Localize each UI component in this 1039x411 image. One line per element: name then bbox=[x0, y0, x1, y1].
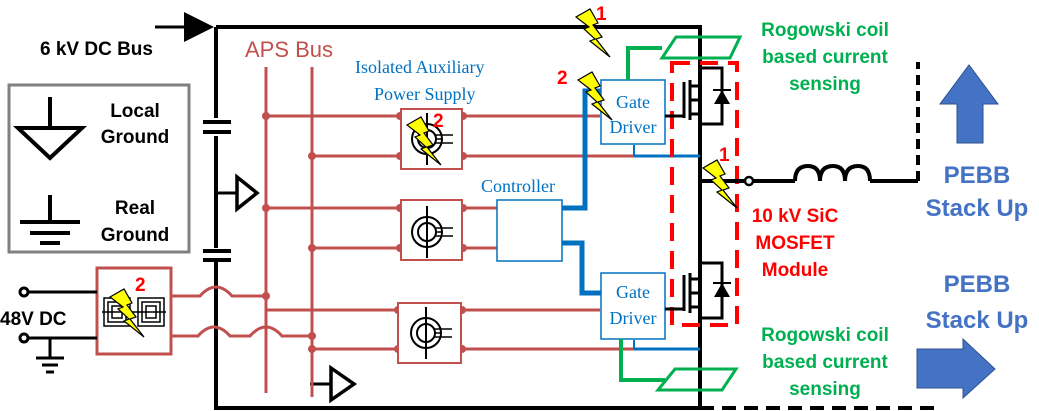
gate-driver-bottom-label-1: Gate bbox=[616, 282, 650, 302]
gate-driver-bottom[interactable] bbox=[600, 272, 666, 340]
real-ground-icon bbox=[20, 195, 80, 245]
local-ground-icon bbox=[12, 97, 88, 161]
isolated-aps-module-2[interactable] bbox=[400, 199, 463, 261]
pebb-bottom-label-1: PEBB bbox=[944, 271, 1011, 298]
rogowski-bottom-label-3: sensing bbox=[789, 379, 861, 400]
lightning-bolt-icon bbox=[702, 159, 738, 209]
controller-label: Controller bbox=[481, 176, 555, 196]
capacitor-icon bbox=[203, 118, 231, 136]
legend-local-ground-label-2: Ground bbox=[101, 127, 170, 148]
isolated-aps-module-3[interactable] bbox=[397, 302, 462, 364]
module-label-1: 10 kV SiC bbox=[752, 206, 839, 227]
arrow-right-icon bbox=[916, 337, 996, 400]
isolated-aps-label-1: Isolated Auxiliary bbox=[355, 57, 484, 77]
pebb-top-label-2: Stack Up bbox=[926, 195, 1029, 222]
gate-driver-top-label-2: Driver bbox=[610, 117, 657, 137]
local-ground-icon bbox=[216, 173, 260, 213]
isolated-aps-label-2: Power Supply bbox=[374, 84, 476, 104]
rogowski-top-label-3: sensing bbox=[789, 74, 861, 95]
rogowski-bottom-label-2: based current bbox=[762, 352, 888, 373]
legend-local-ground-label-1: Local bbox=[110, 101, 160, 122]
marker-midpoint: 1 bbox=[719, 145, 730, 166]
inductor-icon bbox=[793, 163, 872, 182]
dc-bus-frame bbox=[155, 12, 940, 410]
input-converter[interactable] bbox=[95, 266, 173, 356]
input-48v-label: 48V DC bbox=[0, 309, 67, 330]
pebb-top-label-1: PEBB bbox=[944, 162, 1011, 189]
legend-box bbox=[7, 83, 191, 254]
gate-driver-top-label-1: Gate bbox=[616, 92, 650, 112]
rogowski-top-label-1: Rogowski coil bbox=[761, 20, 889, 41]
aps-bus-label: APS Bus bbox=[245, 37, 333, 62]
gate-driver-bottom-label-2: Driver bbox=[610, 308, 657, 328]
rogowski-coil-top bbox=[626, 35, 743, 80]
module-label-2: MOSFET bbox=[755, 233, 835, 254]
rogowski-bottom-label-1: Rogowski coil bbox=[761, 325, 889, 346]
local-ground-icon bbox=[310, 364, 358, 404]
capacitor-icon bbox=[203, 248, 231, 262]
diode-icon bbox=[713, 89, 731, 104]
controller-block[interactable] bbox=[496, 199, 563, 262]
legend-real-ground-label-1: Real bbox=[115, 198, 155, 219]
output-line bbox=[700, 62, 920, 187]
pebb-bottom-label-2: Stack Up bbox=[926, 307, 1029, 334]
marker-aps: 2 bbox=[433, 111, 444, 132]
dc-bus-label: 6 kV DC Bus bbox=[40, 39, 153, 60]
gate-driver-top[interactable] bbox=[600, 79, 666, 145]
module-label-3: Module bbox=[762, 260, 829, 281]
legend-real-ground-label-2: Ground bbox=[101, 225, 170, 246]
rogowski-coil-bottom bbox=[619, 339, 739, 392]
arrow-up-icon bbox=[939, 64, 999, 144]
marker-top-dc: 1 bbox=[596, 4, 607, 25]
diode-icon bbox=[713, 282, 731, 297]
rogowski-top-label-2: based current bbox=[762, 47, 888, 68]
isolated-aps-module-1[interactable] bbox=[400, 108, 463, 170]
marker-gate-driver: 2 bbox=[557, 68, 568, 89]
mosfet-module-boundary bbox=[670, 61, 739, 327]
marker-input: 2 bbox=[135, 275, 146, 296]
input-48v-terminals bbox=[18, 286, 97, 374]
